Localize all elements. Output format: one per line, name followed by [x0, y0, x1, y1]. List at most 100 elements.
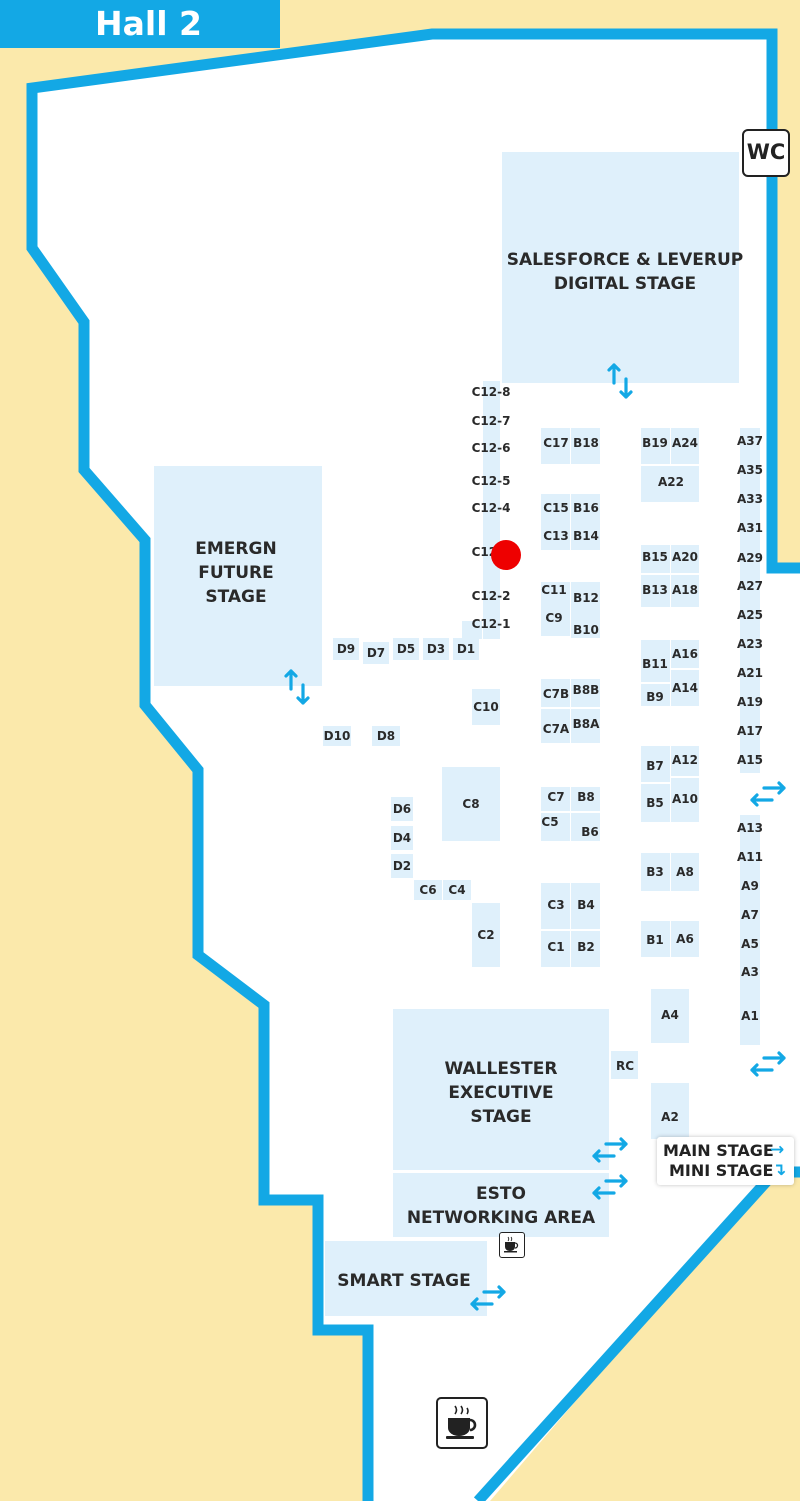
booth-d4[interactable]: D4: [391, 826, 413, 850]
booth-a25[interactable]: A25: [737, 608, 763, 622]
booth-b19[interactable]: B19: [641, 428, 670, 464]
double-arrow-icon[interactable]: [750, 781, 786, 807]
booth-b15[interactable]: B15: [641, 545, 670, 573]
booth-a8[interactable]: A8: [671, 853, 699, 891]
booth-c7b[interactable]: C7B: [541, 679, 570, 707]
double-arrow-icon[interactable]: [284, 669, 310, 705]
booth-b11[interactable]: B11: [641, 640, 670, 682]
booth-b8a[interactable]: B8A: [571, 709, 600, 743]
booth-c12-5[interactable]: C12-5: [472, 470, 511, 492]
booth-d5[interactable]: D5: [393, 638, 419, 660]
booth-c9[interactable]: C9: [541, 606, 570, 636]
booth-c17[interactable]: C17: [541, 428, 570, 464]
booth-a21[interactable]: A21: [737, 666, 763, 680]
booth-a33[interactable]: A33: [737, 492, 763, 506]
booth-d2[interactable]: D2: [391, 854, 413, 878]
booth-a22[interactable]: A22: [641, 466, 699, 502]
booth-c7[interactable]: C7: [541, 787, 570, 811]
stage-smart[interactable]: [325, 1241, 487, 1316]
booth-c5[interactable]: C5: [541, 813, 570, 841]
booth-c2[interactable]: C2: [472, 903, 500, 967]
booth-b2[interactable]: B2: [571, 931, 600, 967]
booth-d1[interactable]: D1: [453, 638, 479, 660]
booth-a3[interactable]: A3: [741, 965, 759, 979]
booth-c11[interactable]: C11: [541, 582, 570, 606]
booth-d10[interactable]: D10: [323, 726, 351, 746]
booth-a1[interactable]: A1: [741, 1009, 759, 1023]
booth-a14[interactable]: A14: [671, 670, 699, 706]
stage-esto[interactable]: [393, 1173, 609, 1237]
booth-a20[interactable]: A20: [671, 545, 699, 573]
booth-a10[interactable]: A10: [671, 778, 699, 822]
stage-salesforce[interactable]: [502, 152, 739, 383]
booth-b7[interactable]: B7: [641, 746, 670, 782]
main-stage-link[interactable]: MAIN STAGE: [663, 1141, 774, 1160]
booth-a17[interactable]: A17: [737, 724, 763, 738]
booth-b4[interactable]: B4: [571, 883, 600, 929]
booth-b5[interactable]: B5: [641, 784, 670, 822]
booth-b1[interactable]: B1: [641, 921, 670, 957]
double-arrow-icon[interactable]: [592, 1174, 628, 1200]
stage-wallester[interactable]: [393, 1009, 609, 1170]
booth-b12[interactable]: B12: [571, 582, 600, 618]
booth-b8b[interactable]: B8B: [571, 679, 600, 707]
booth-d3[interactable]: D3: [423, 638, 449, 660]
double-arrow-icon[interactable]: [607, 363, 633, 399]
booth-d8[interactable]: D8: [372, 726, 400, 746]
booth-c10[interactable]: C10: [472, 689, 500, 725]
booth-a37[interactable]: A37: [737, 434, 763, 448]
booth-rc[interactable]: RC: [611, 1051, 638, 1079]
booth-c8[interactable]: C8: [442, 767, 500, 841]
booth-c12-2[interactable]: C12-2: [472, 585, 511, 607]
stage-direction-sign[interactable]: MAIN STAGE → MINI STAGE ↴: [657, 1137, 794, 1185]
booth-c4[interactable]: C4: [443, 880, 471, 900]
booth-d6[interactable]: D6: [391, 797, 413, 821]
booth-a16[interactable]: A16: [671, 640, 699, 668]
stage-emergn[interactable]: [154, 466, 322, 686]
double-arrow-icon[interactable]: [470, 1285, 506, 1311]
booth-a11[interactable]: A11: [737, 850, 763, 864]
booth-b13[interactable]: B13: [641, 575, 670, 607]
wc-icon[interactable]: WC: [742, 129, 790, 177]
booth-b6[interactable]: B6: [571, 813, 600, 841]
booth-a24[interactable]: A24: [671, 428, 699, 464]
booth-c7a[interactable]: C7A: [541, 709, 570, 743]
booth-a13[interactable]: A13: [737, 821, 763, 835]
booth-a35[interactable]: A35: [737, 463, 763, 477]
booth-b3[interactable]: B3: [641, 853, 670, 891]
booth-b9[interactable]: B9: [641, 684, 670, 706]
booth-a31[interactable]: A31: [737, 521, 763, 535]
booth-c12-6[interactable]: C12-6: [472, 437, 511, 459]
booth-a6[interactable]: A6: [671, 921, 699, 957]
double-arrow-icon[interactable]: [750, 1051, 786, 1077]
booth-b8[interactable]: B8: [571, 787, 600, 811]
booth-c12-1[interactable]: C12-1: [472, 613, 511, 635]
booth-a27[interactable]: A27: [737, 579, 763, 593]
booth-a4[interactable]: A4: [651, 989, 689, 1043]
booth-a9[interactable]: A9: [741, 879, 759, 893]
booth-a18[interactable]: A18: [671, 575, 699, 607]
booth-b10[interactable]: B10: [571, 618, 600, 638]
booth-a2[interactable]: A2: [651, 1083, 689, 1139]
booth-b14[interactable]: B14: [571, 522, 600, 550]
booth-c12-8[interactable]: C12-8: [472, 381, 511, 403]
booth-c6[interactable]: C6: [414, 880, 442, 900]
booth-d9[interactable]: D9: [333, 638, 359, 660]
booth-b16[interactable]: B16: [571, 494, 600, 522]
double-arrow-icon[interactable]: [592, 1137, 628, 1163]
booth-c12-4[interactable]: C12-4: [472, 497, 511, 519]
booth-c13[interactable]: C13: [541, 522, 570, 550]
booth-a15[interactable]: A15: [737, 753, 763, 767]
booth-a19[interactable]: A19: [737, 695, 763, 709]
booth-c15[interactable]: C15: [541, 494, 570, 522]
booth-a7[interactable]: A7: [741, 908, 759, 922]
booth-d7[interactable]: D7: [363, 642, 389, 664]
booth-b18[interactable]: B18: [571, 428, 600, 464]
booth-a12[interactable]: A12: [671, 746, 699, 776]
booth-a29[interactable]: A29: [737, 551, 763, 565]
booth-a23[interactable]: A23: [737, 637, 763, 651]
booth-a5[interactable]: A5: [741, 937, 759, 951]
mini-stage-link[interactable]: MINI STAGE: [669, 1161, 774, 1180]
booth-c1[interactable]: C1: [541, 931, 570, 967]
booth-c12-7[interactable]: C12-7: [472, 410, 511, 432]
